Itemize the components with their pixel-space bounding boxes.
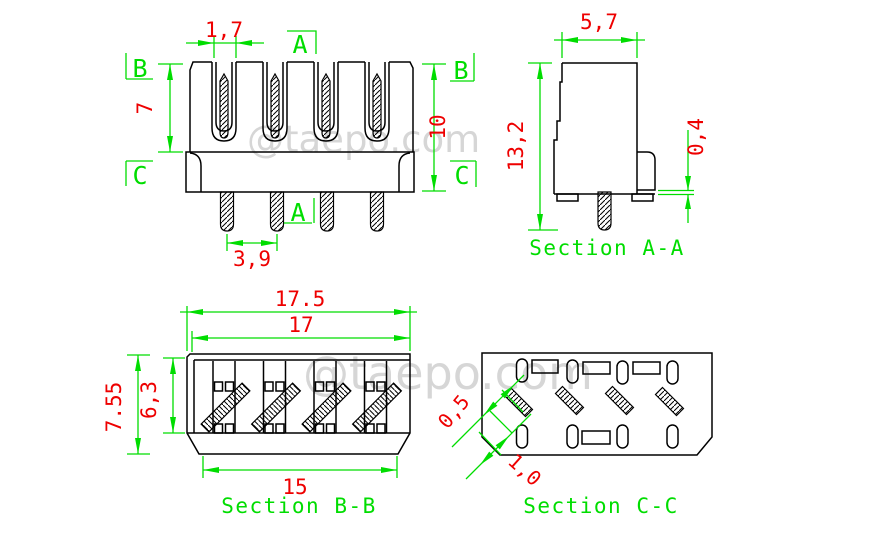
side-latch: [637, 151, 656, 191]
section-bb-title: Section B-B: [221, 494, 377, 518]
dim-aa-width: 5,7: [554, 10, 645, 58]
marker-c-left-label: C: [132, 161, 147, 190]
section-bb-view: 17.5 17 15 7.55 6,3 Sec: [102, 287, 417, 518]
dim-aa-height: 13,2: [504, 62, 558, 231]
dim-slot-width: 1,7: [186, 18, 264, 58]
marker-c-right-label: C: [454, 161, 469, 190]
front-view: 1,7 A B B C C 7: [125, 18, 477, 271]
section-marker-a-bottom: A: [284, 198, 315, 227]
section-cc-view: 0,5 1,0 Section C-C: [433, 352, 713, 518]
dim-text-15: 15: [282, 475, 307, 499]
section-aa-title: Section A-A: [529, 236, 685, 260]
marker-a-top-label: A: [292, 30, 307, 59]
marker-b-left-label: B: [132, 54, 147, 83]
dim-text-17-5: 17.5: [275, 287, 326, 311]
connector-base: [185, 151, 415, 193]
section-aa-view: 5,7 13,2 0,4 Section A-A: [504, 10, 708, 260]
marker-b-right-label: B: [453, 56, 468, 85]
dim-bb-outer-width: 17.5: [180, 287, 417, 351]
section-marker-b-right: B: [450, 53, 475, 85]
dim-text-3-9: 3,9: [233, 247, 271, 271]
section-marker-c-right: C: [450, 160, 477, 190]
watermark-text-top: @taepo.com: [247, 118, 480, 161]
section-marker-c-left: C: [125, 160, 153, 190]
marker-a-bottom-label: A: [290, 198, 305, 227]
dim-text-10: 10: [426, 114, 450, 139]
section-pin: [597, 191, 612, 231]
dim-bb-inner-width: 17: [191, 313, 410, 352]
dim-body-height: 7: [133, 63, 183, 153]
dim-text-7-55: 7.55: [102, 382, 126, 433]
dim-bb-inner-height: 6,3: [137, 357, 185, 434]
dim-text-17: 17: [288, 313, 313, 337]
dim-text-5-7: 5,7: [580, 10, 618, 34]
dim-text-0-4: 0,4: [684, 118, 708, 156]
section-marker-b-left: B: [125, 53, 153, 83]
dim-text-6-3: 6,3: [137, 381, 161, 419]
dim-pin-pitch: 3,9: [226, 234, 278, 271]
dim-text-13-2: 13,2: [504, 121, 528, 172]
section-marker-a-top: A: [287, 30, 317, 59]
dim-bb-outer-height: 7.55: [102, 354, 150, 455]
dim-text-1-7: 1,7: [205, 18, 243, 42]
dim-total-height: 10: [422, 63, 450, 192]
section-cc-title: Section C-C: [523, 494, 679, 518]
dim-text-7: 7: [133, 102, 157, 115]
dim-bb-bottom-width: 15: [202, 456, 398, 499]
dim-aa-gap: 0,4: [658, 118, 708, 223]
